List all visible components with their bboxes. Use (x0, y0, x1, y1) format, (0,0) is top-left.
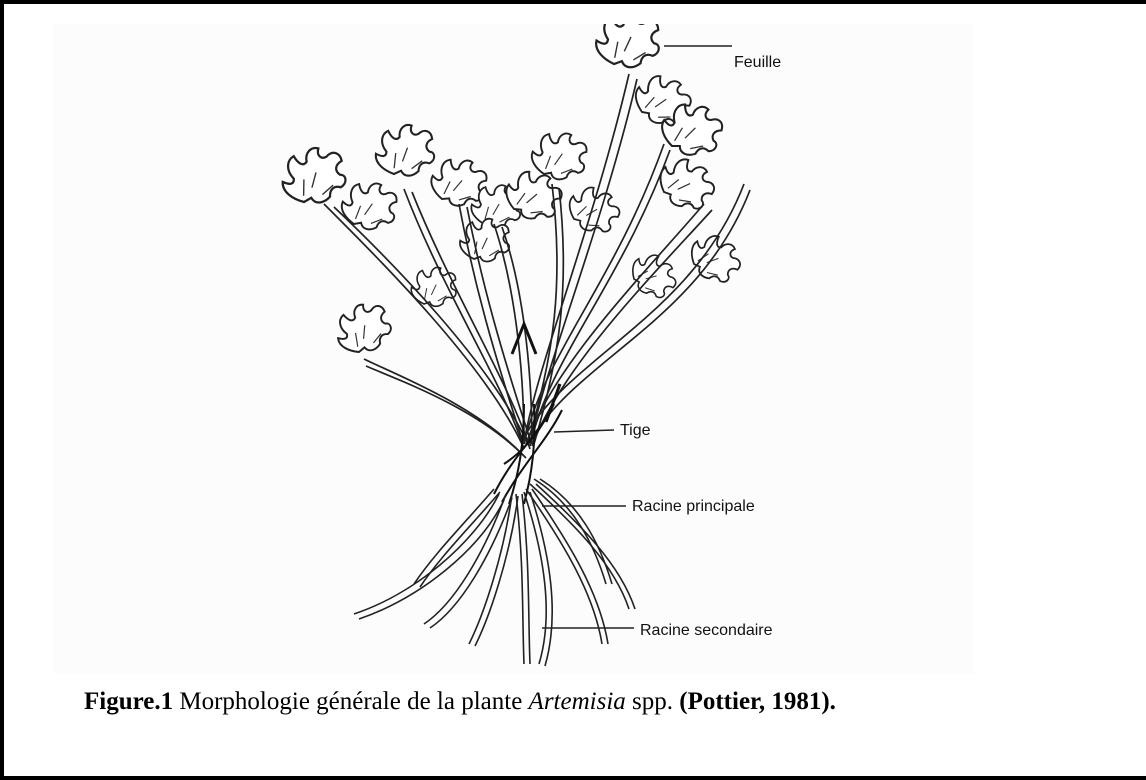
plant-illustration-panel (54, 24, 974, 674)
caption-figure-number: Figure.1 (84, 688, 173, 715)
caption-text-before: Morphologie générale de la plante (173, 688, 528, 715)
caption-text-after: spp. (626, 688, 679, 715)
roots (354, 479, 635, 666)
caption-genus: Artemisia (529, 688, 626, 715)
label-secondary-root: Racine secondaire (640, 622, 773, 640)
artemisia-plant-drawing (54, 24, 974, 674)
label-main-root: Racine principale (632, 498, 755, 516)
caption-citation: (Pottier, 1981). (679, 688, 836, 715)
label-leaf: Feuille (734, 54, 781, 72)
leaf-clusters (272, 24, 747, 364)
label-stem: Tige (620, 422, 651, 440)
figure-caption: Figure.1 Morphologie générale de la plan… (84, 688, 1084, 716)
